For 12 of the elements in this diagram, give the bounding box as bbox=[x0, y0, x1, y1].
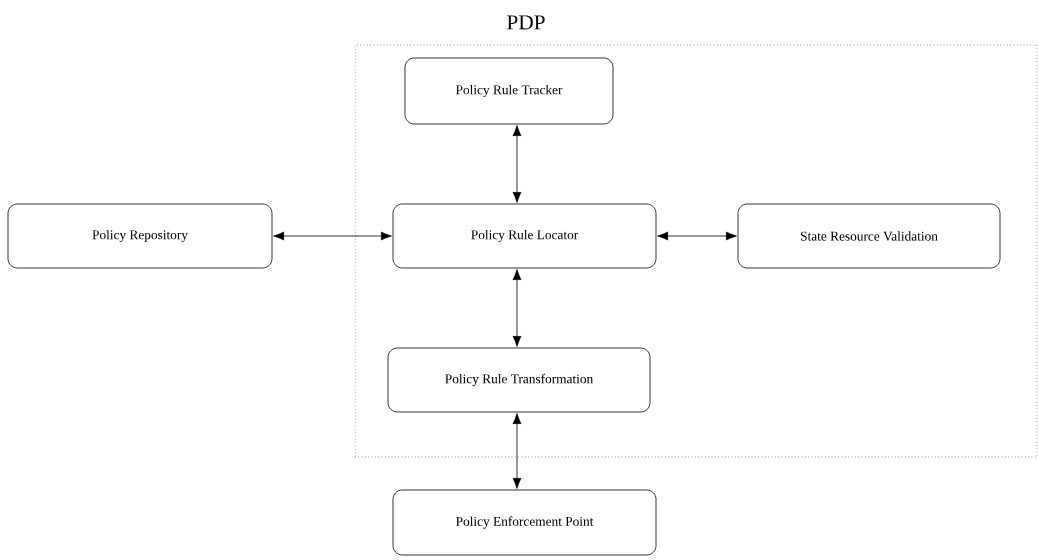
process-box: Policy Rule Locator bbox=[392, 203, 657, 269]
process-box: Policy Enforcement Point bbox=[392, 489, 657, 556]
process-box: Policy Repository bbox=[7, 203, 273, 269]
process-box: State Resource Validation bbox=[737, 203, 1001, 269]
arrow bbox=[657, 231, 737, 241]
arrow bbox=[512, 413, 522, 489]
arrow bbox=[273, 231, 392, 241]
process-box: Policy Rule Transformation bbox=[387, 347, 651, 413]
process-box: Policy Rule Tracker bbox=[404, 57, 614, 125]
arrow bbox=[512, 269, 522, 347]
group-title: PDP bbox=[507, 15, 545, 30]
arrow bbox=[512, 125, 522, 203]
